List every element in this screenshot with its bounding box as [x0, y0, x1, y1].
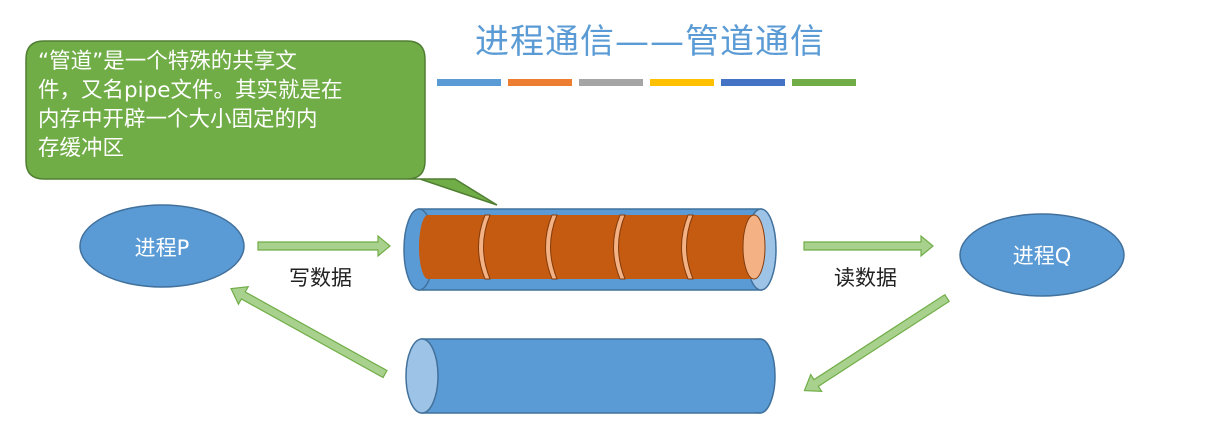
- callout-text: “管道”是一个特殊的共享文 件，又名pipe文件。其实就是在 内存中开辟一个大小…: [38, 47, 410, 163]
- pipe-to-p-arrow: [230, 285, 388, 379]
- pipe-data-segments: [478, 214, 766, 280]
- pipe-empty: [405, 338, 776, 414]
- callout-line: 内存中开辟一个大小固定的内: [38, 107, 318, 132]
- color-bar-segment-3: [579, 79, 643, 86]
- color-bar-segment-1: [437, 79, 501, 86]
- callout-line: “管道”是一个特殊的共享文: [38, 49, 297, 74]
- diagram-title: 进程通信——管道通信: [475, 22, 825, 62]
- color-bar-segment-5: [721, 79, 785, 86]
- read-arrow: [803, 234, 934, 258]
- color-bar-segment-4: [650, 79, 714, 86]
- process-q-label: 进程Q: [1012, 244, 1072, 268]
- write-arrow: [257, 234, 391, 258]
- q-to-pipe-arrow: [803, 293, 951, 393]
- pipe-with-data: [403, 208, 777, 291]
- callout-line: 存缓冲区: [38, 136, 125, 161]
- color-bar-segment-6: [792, 79, 856, 86]
- color-bar-segment-2: [508, 79, 572, 86]
- process-p-node: [79, 204, 245, 288]
- callout-bubble: [25, 40, 498, 206]
- process-p-label: 进程P: [134, 236, 190, 260]
- callout-line: 件，又名pipe文件。其实就是在: [38, 78, 343, 103]
- process-q-node: [959, 213, 1125, 297]
- read-data-label: 读数据: [834, 266, 897, 290]
- write-data-label: 写数据: [289, 266, 352, 290]
